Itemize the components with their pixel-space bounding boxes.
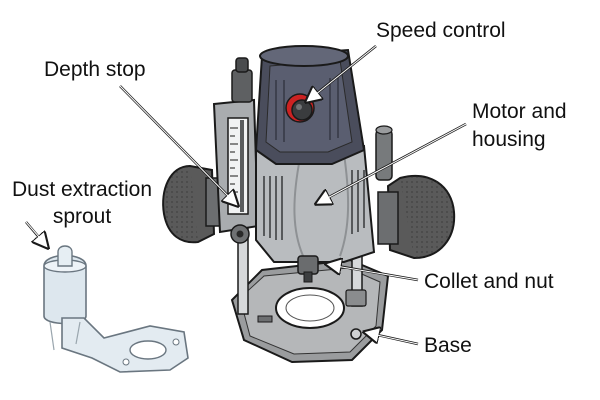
label-motor-housing-line1: Motor and: [472, 100, 567, 123]
label-collet: Collet and nut: [424, 270, 554, 293]
label-speed-control: Speed control: [376, 19, 506, 42]
label-base: Base: [424, 334, 472, 357]
plunge-columns: [237, 221, 367, 315]
right-handle: [377, 174, 456, 260]
label-dust-line1: Dust extraction: [11, 178, 153, 201]
label-depth-stop: Depth stop: [44, 58, 146, 81]
collet-and-nut: [297, 255, 319, 283]
dust-sprout-attachment: [43, 245, 189, 373]
router-base: [230, 258, 390, 364]
depth-stop-assembly: [212, 57, 260, 244]
label-dust-line2: sprout: [52, 205, 112, 228]
label-motor-housing-line2: housing: [472, 128, 546, 151]
left-handle: [162, 164, 225, 244]
